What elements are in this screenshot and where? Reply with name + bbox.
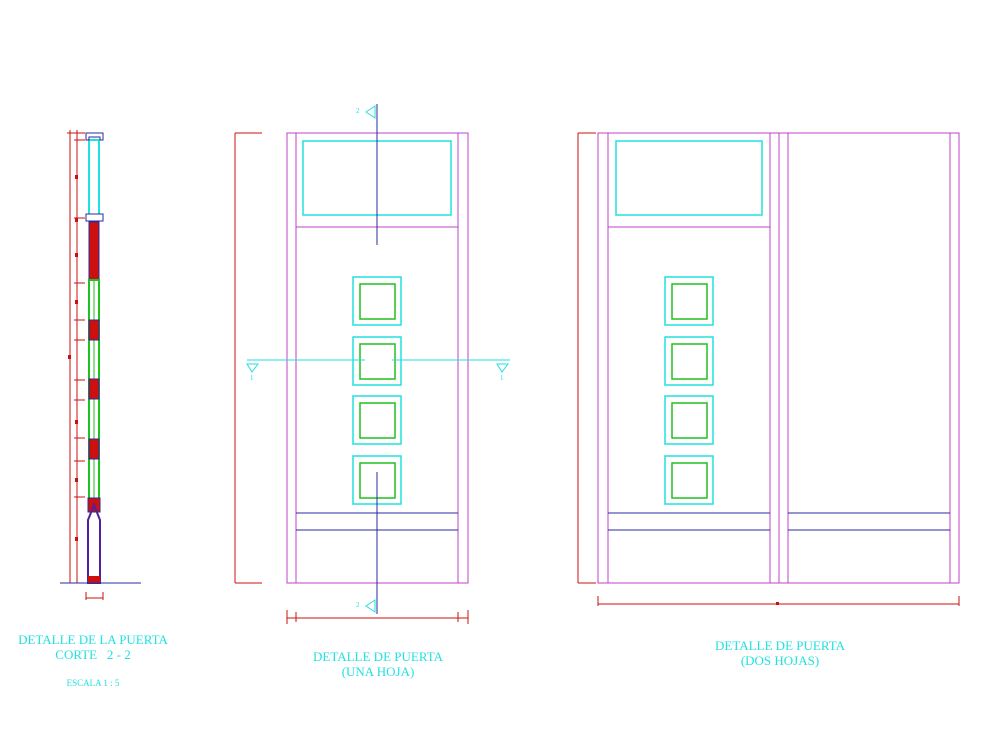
- double-door-dimensions: [577, 132, 960, 606]
- section-mark-bottom: 2: [356, 601, 360, 609]
- section-view-scale: ESCALA 1 : 5: [66, 678, 120, 688]
- section-mark-top: 2: [356, 107, 360, 115]
- single-door-title: DETALLE DE PUERTA: [312, 649, 443, 664]
- double-door-subtitle: (DOS HOJAS): [740, 653, 820, 668]
- section-view-subtitle: CORTE 2 - 2: [55, 647, 131, 662]
- double-door-panels: [664, 276, 714, 505]
- section-mark-left: 1: [250, 374, 254, 382]
- section-dimension-ticks: [67, 132, 104, 600]
- single-door-dimensions: [234, 132, 469, 624]
- section-view: [60, 130, 141, 600]
- single-door-panels: [352, 276, 402, 505]
- section-mark-right: 1: [500, 374, 504, 382]
- double-door-elevation: [577, 132, 960, 606]
- single-door-subtitle: (UNA HOJA): [341, 664, 415, 679]
- section-line-1-1: [246, 105, 510, 613]
- double-door-title: DETALLE DE PUERTA: [714, 638, 845, 653]
- single-door-elevation: [234, 104, 510, 624]
- section-view-title: DETALLE DE LA PUERTA: [18, 632, 168, 647]
